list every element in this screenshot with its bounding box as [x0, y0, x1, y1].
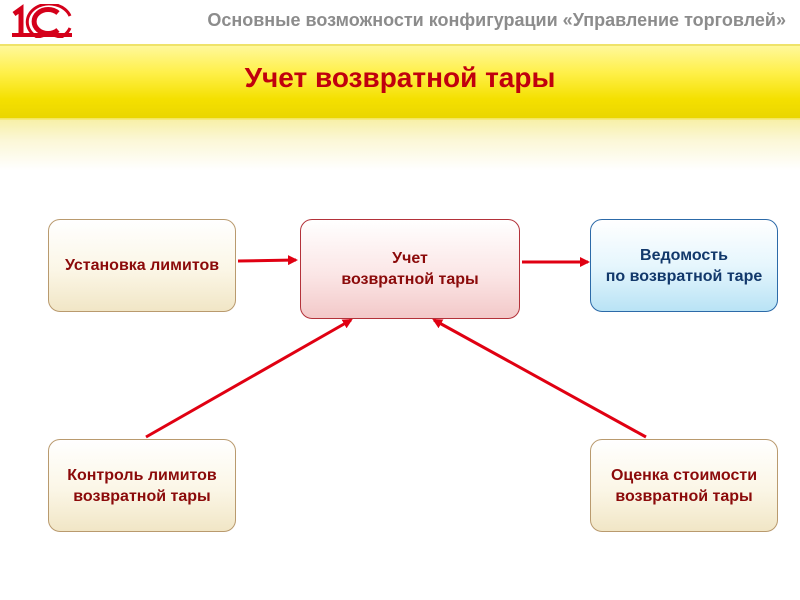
title-band-fade	[0, 120, 800, 170]
node-cost-estimate-line-1: Оценка стоимости	[610, 466, 758, 484]
node-center: Учет возвратной тары	[300, 219, 520, 319]
title-band	[0, 44, 800, 122]
node-limits-setup: Установка лимитов	[48, 219, 236, 312]
presentation-subtitle: Основные возможности конфигурации «Управ…	[207, 10, 786, 30]
node-report: Ведомость по возвратной таре	[590, 219, 778, 312]
node-report-line-1: Ведомость	[640, 246, 728, 264]
arrow-limits-setup-to-center	[237, 255, 298, 266]
node-limits-control-line-2: возвратной тары	[73, 487, 211, 505]
node-limits-control: Контроль лимитов возвратной тары	[48, 439, 236, 532]
arrow-cost-estimate-to-center	[432, 318, 647, 439]
top-bar: Основные возможности конфигурации «Управ…	[0, 0, 800, 44]
node-report-line-2: по возвратной таре	[605, 267, 763, 285]
1c-logo	[12, 4, 72, 38]
page-title: Учет возвратной тары	[244, 62, 556, 93]
node-cost-estimate: Оценка стоимости возвратной тары	[590, 439, 778, 532]
node-center-line-2: возвратной тары	[341, 271, 479, 288]
node-center-line-1: Учет	[392, 250, 428, 267]
arrow-limits-control-to-center	[145, 318, 353, 439]
node-limits-control-line-1: Контроль лимитов	[67, 466, 217, 484]
node-limits-setup-label: Установка лимитов	[64, 257, 220, 274]
node-cost-estimate-line-2: возвратной тары	[615, 487, 753, 505]
